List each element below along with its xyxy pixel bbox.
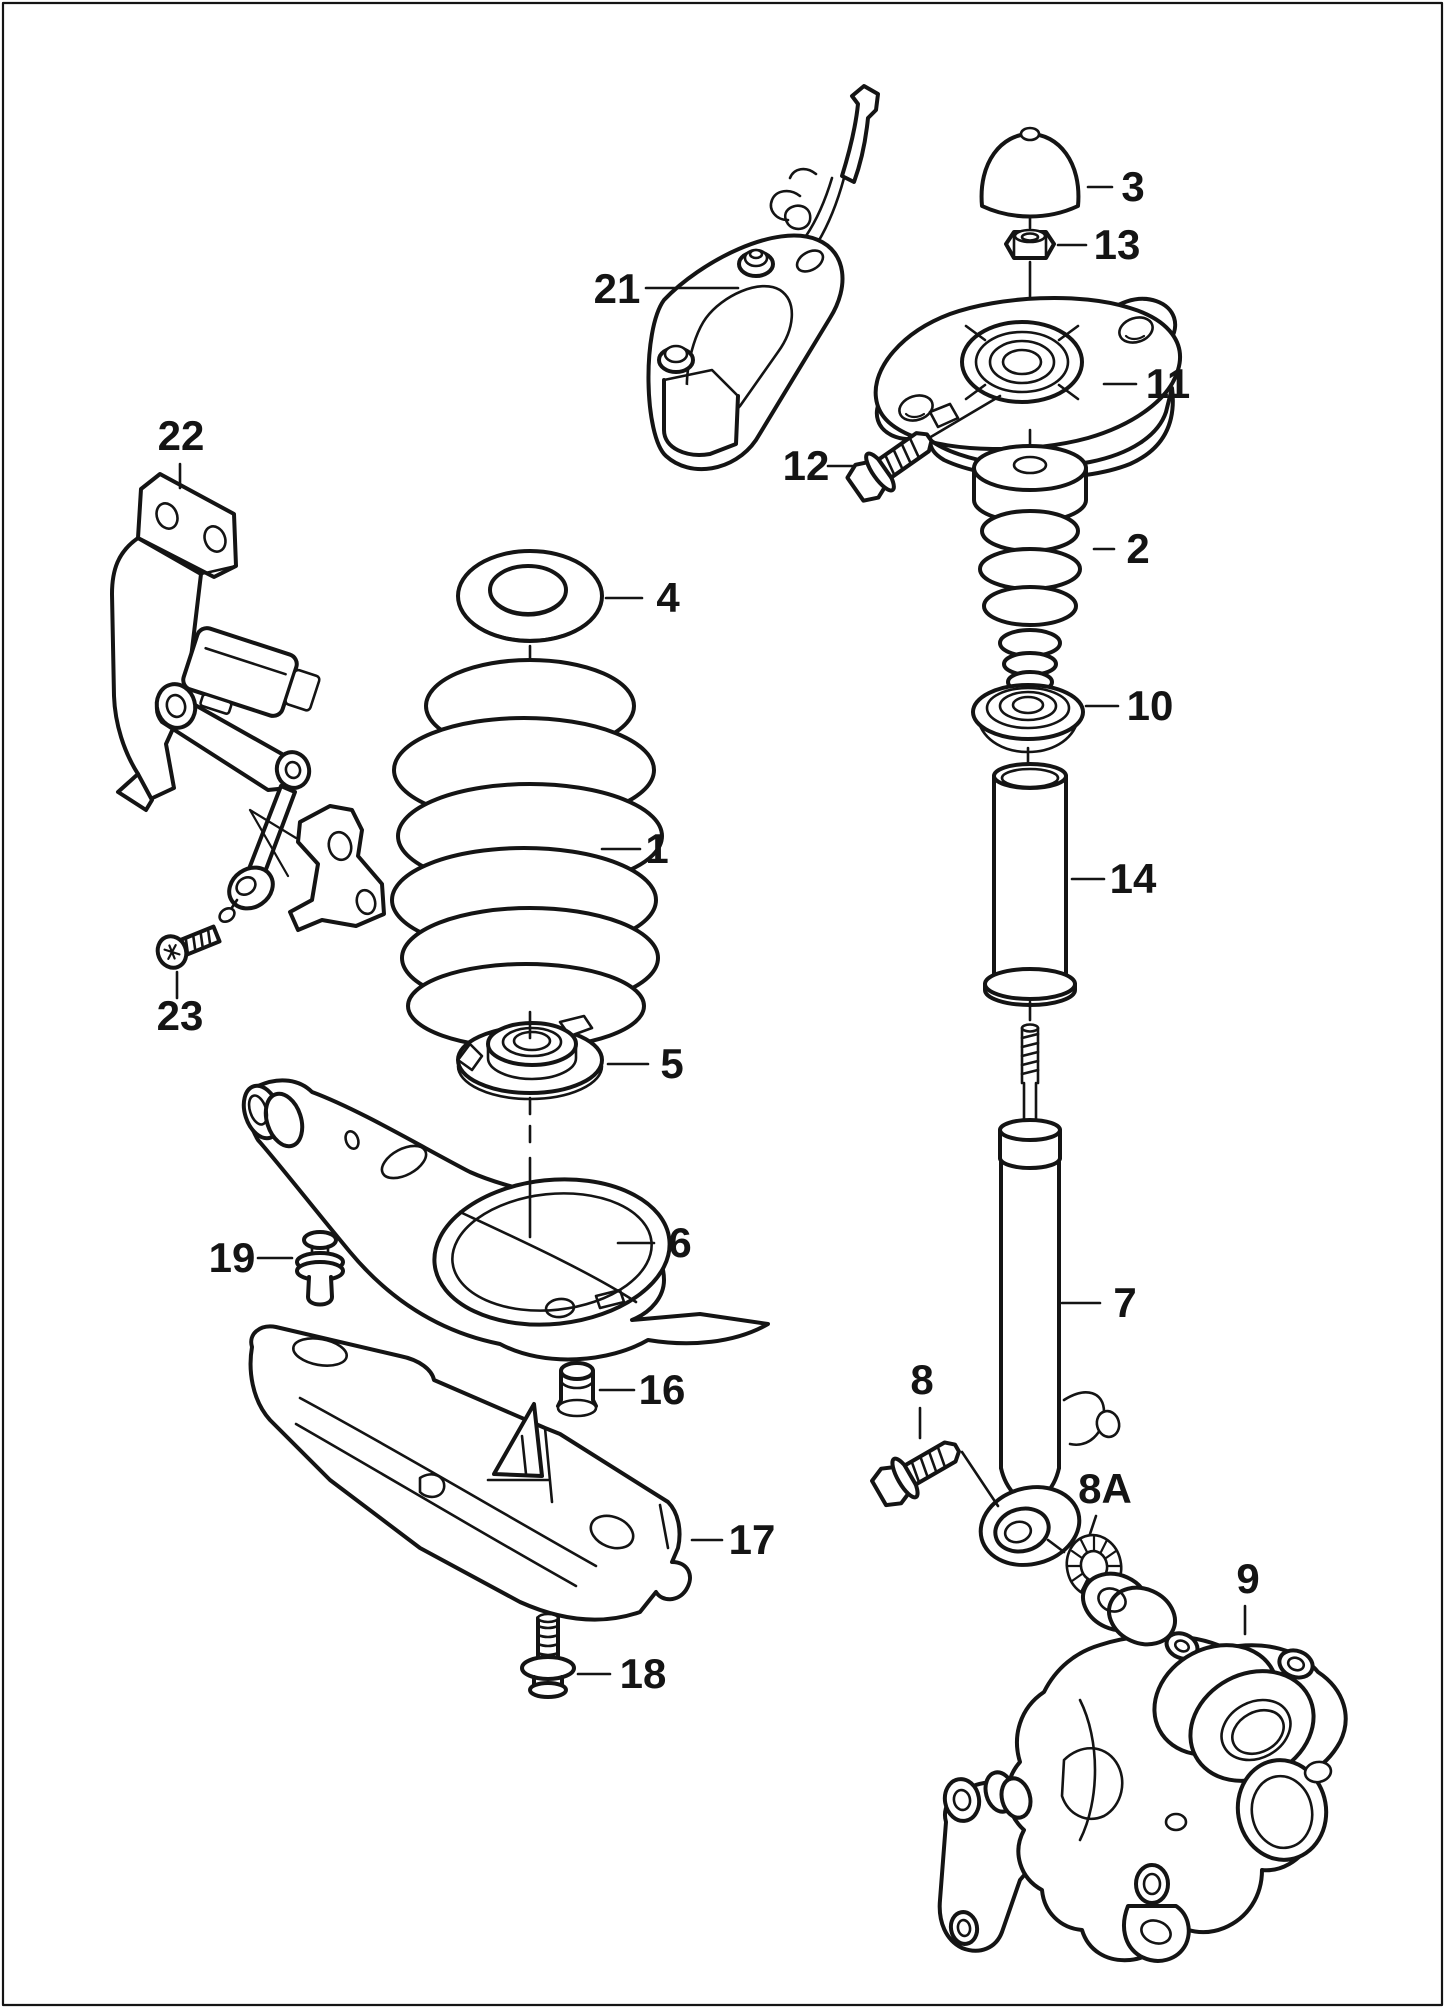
callout-18-label: 18 <box>620 1650 667 1697</box>
part-upper-control-arm <box>646 84 880 471</box>
callout-21: 21 <box>594 265 740 312</box>
part-sensor-bracket <box>110 472 386 932</box>
callout-6: 6 <box>616 1219 692 1266</box>
callout-12-label: 12 <box>783 442 830 489</box>
callout-18: 18 <box>576 1650 667 1697</box>
callout-5: 5 <box>606 1040 684 1087</box>
callout-13: 13 <box>1056 221 1141 268</box>
part-mount-bolt <box>845 394 1002 503</box>
callout-23: 23 <box>157 970 204 1039</box>
bolt-axis-line <box>927 394 1002 440</box>
part-hex-nut <box>1004 228 1056 260</box>
part-coil-spring <box>390 658 664 1050</box>
callout-5-label: 5 <box>660 1040 683 1087</box>
callout-8: 8 <box>910 1356 934 1440</box>
callout-6-label: 6 <box>668 1219 691 1266</box>
callout-22-label: 22 <box>158 412 205 459</box>
callout-8-label: 8 <box>910 1356 933 1403</box>
callout-1-label: 1 <box>645 825 668 872</box>
part-cap <box>556 1361 598 1418</box>
callout-11: 11 <box>1102 360 1190 407</box>
callout-19: 19 <box>209 1234 294 1281</box>
part-lower-spring-seat <box>456 1014 604 1101</box>
callout-16-label: 16 <box>639 1366 686 1413</box>
callout-11-label: 11 <box>1146 360 1190 407</box>
callout-3: 3 <box>1086 163 1145 210</box>
part-support-ring <box>971 683 1085 754</box>
callout-13-label: 13 <box>1094 221 1141 268</box>
callout-4-label: 4 <box>656 574 680 621</box>
callout-8a: 8A <box>1078 1465 1132 1536</box>
callout-14-label: 14 <box>1110 855 1157 902</box>
part-lower-control-arm <box>241 1078 770 1362</box>
callout-23-label: 23 <box>157 992 204 1039</box>
callout-1: 1 <box>600 825 669 872</box>
callout-9-label: 9 <box>1236 1555 1259 1602</box>
callout-22: 22 <box>158 412 205 490</box>
callout-8a-leader <box>1088 1514 1098 1536</box>
callout-8a-label: 8A <box>1078 1465 1132 1512</box>
callout-16: 16 <box>598 1366 686 1413</box>
part-expanding-clip <box>295 1230 345 1307</box>
callout-2: 2 <box>1092 525 1150 572</box>
part-bump-stop <box>972 444 1088 705</box>
part-cover-cap <box>979 126 1081 219</box>
callout-10-label: 10 <box>1127 682 1174 729</box>
part-upper-spring-pad <box>456 549 604 643</box>
bolt-axis-line <box>960 1450 1000 1508</box>
callout-3-label: 3 <box>1121 163 1144 210</box>
callout-4: 4 <box>604 574 680 621</box>
part-wheel-hub-carrier <box>937 1571 1348 1963</box>
callout-7: 7 <box>1060 1279 1137 1326</box>
washer-axis-line <box>1046 1538 1066 1554</box>
callout-2-label: 2 <box>1126 525 1149 572</box>
callout-17: 17 <box>690 1516 776 1563</box>
callout-7-label: 7 <box>1113 1279 1136 1326</box>
part-control-arm-cover <box>248 1324 692 1622</box>
part-cover-bolt <box>520 1612 576 1699</box>
part-mounting-bolt <box>870 1440 1000 1508</box>
callout-10: 10 <box>1084 682 1174 729</box>
part-protective-tube <box>983 762 1077 1007</box>
callout-9: 9 <box>1236 1555 1260 1636</box>
part-sensor-screw <box>155 924 222 970</box>
callout-19-label: 19 <box>209 1234 256 1281</box>
part-upper-strut-mount <box>873 295 1182 480</box>
callout-12: 12 <box>783 442 856 489</box>
callout-14: 14 <box>1070 855 1157 902</box>
callout-21-label: 21 <box>594 265 641 312</box>
callout-17-label: 17 <box>729 1516 776 1563</box>
